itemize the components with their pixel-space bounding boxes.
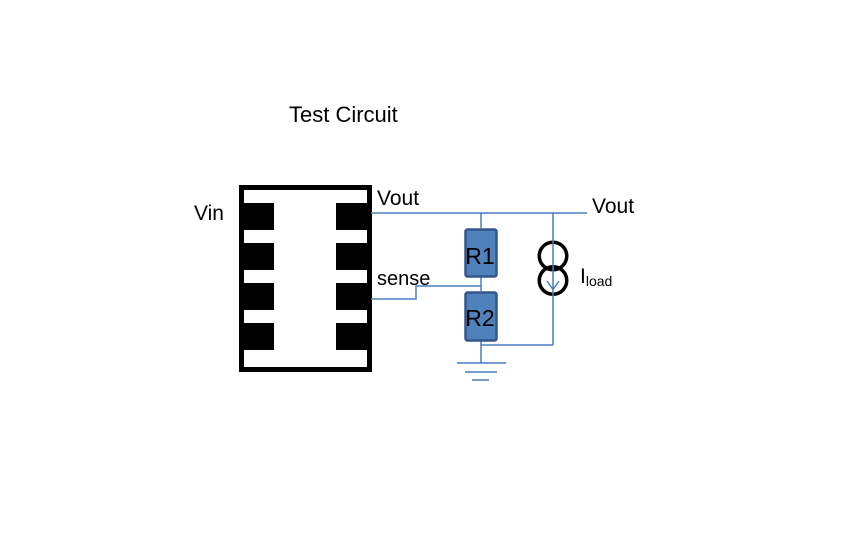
ground-icon bbox=[457, 362, 506, 381]
iload-symbol: I bbox=[580, 265, 586, 288]
vin-label: Vin bbox=[194, 202, 224, 225]
ic-chip bbox=[239, 185, 372, 372]
ic-pad bbox=[243, 203, 274, 230]
ic-pad bbox=[243, 283, 274, 310]
ic-pad bbox=[336, 283, 370, 310]
diagram-title: Test Circuit bbox=[289, 102, 398, 127]
ic-pad bbox=[336, 323, 370, 350]
iload-label: Iload bbox=[580, 265, 613, 289]
ic-pad bbox=[336, 243, 370, 270]
resistor-r2 bbox=[464, 291, 498, 342]
iload-subscript: load bbox=[585, 273, 613, 289]
sense-label: sense bbox=[377, 268, 431, 290]
wire-sense bbox=[371, 285, 481, 300]
r1-label: R1 bbox=[465, 243, 495, 269]
ic-pad bbox=[243, 323, 274, 350]
ic-pad bbox=[336, 203, 370, 230]
vout-pin-label: Vout bbox=[377, 187, 420, 210]
r2-label: R2 bbox=[465, 305, 495, 331]
ic-pad bbox=[243, 243, 274, 270]
vout-node-label: Vout bbox=[592, 195, 635, 218]
resistor-r1 bbox=[464, 228, 498, 278]
current-arrow-icon bbox=[546, 280, 560, 291]
